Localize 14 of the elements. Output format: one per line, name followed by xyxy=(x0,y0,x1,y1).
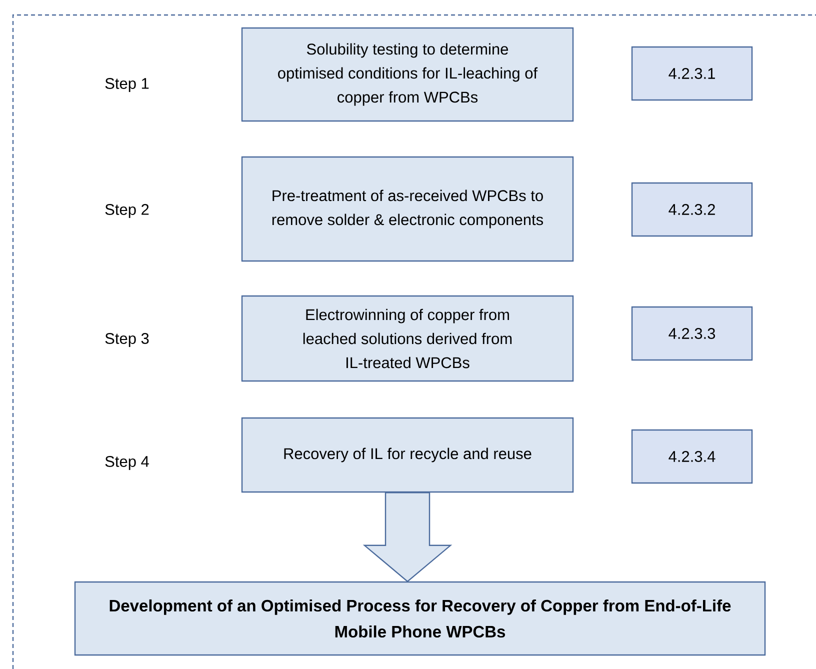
step-label: Step 1 xyxy=(105,78,149,92)
process-box: Pre-treatment of as-received WPCBs to remove solder & electronic components xyxy=(241,156,574,262)
process-box: Electrowinning of copper from leached solutions derived from IL-treated WPCBs xyxy=(241,295,574,382)
section-number-box: 4.2.3.2 xyxy=(631,182,753,237)
step-label: Step 4 xyxy=(105,456,149,470)
process-box: Solubility testing to determine optimised conditions for IL-leaching of copper from WPCBs xyxy=(241,27,574,122)
section-number-box: 4.2.3.1 xyxy=(631,46,753,101)
process-box: Recovery of IL for recycle and reuse xyxy=(241,417,574,493)
step-label: Step 3 xyxy=(105,332,149,348)
section-number-box: 4.2.3.4 xyxy=(631,429,753,484)
block-arrow xyxy=(362,492,452,582)
section-number-box: 4.2.3.3 xyxy=(631,306,753,361)
step-label: Step 2 xyxy=(105,204,149,218)
outcome-box: Development of an Optimised Process for Recovery of Copper from End-of-Life Mobile Phone WPCBs xyxy=(74,581,766,656)
